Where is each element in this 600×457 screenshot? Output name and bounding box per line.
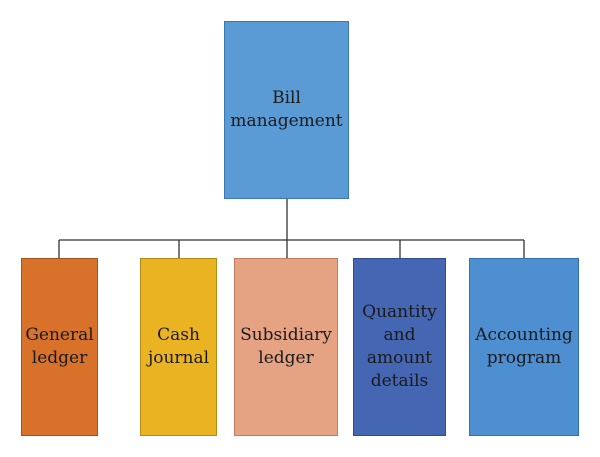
child-node-label: Accounting program	[475, 325, 573, 368]
child-node-label: Cash journal	[147, 325, 210, 368]
child-node-label: Subsidiary ledger	[240, 325, 332, 368]
child-node-subsidiary-ledger: Subsidiary ledger	[234, 258, 338, 436]
child-node-general-ledger: General ledger	[21, 258, 98, 436]
child-node-label: Quantity and amount details	[362, 302, 437, 391]
root-node-bill-management: Bill management	[224, 21, 349, 199]
child-node-accounting-program: Accounting program	[469, 258, 579, 436]
child-node-quantity-amount-details: Quantity and amount details	[353, 258, 446, 436]
child-node-cash-journal: Cash journal	[140, 258, 217, 436]
child-node-label: General ledger	[25, 325, 94, 368]
root-node-label: Bill management	[230, 88, 343, 131]
